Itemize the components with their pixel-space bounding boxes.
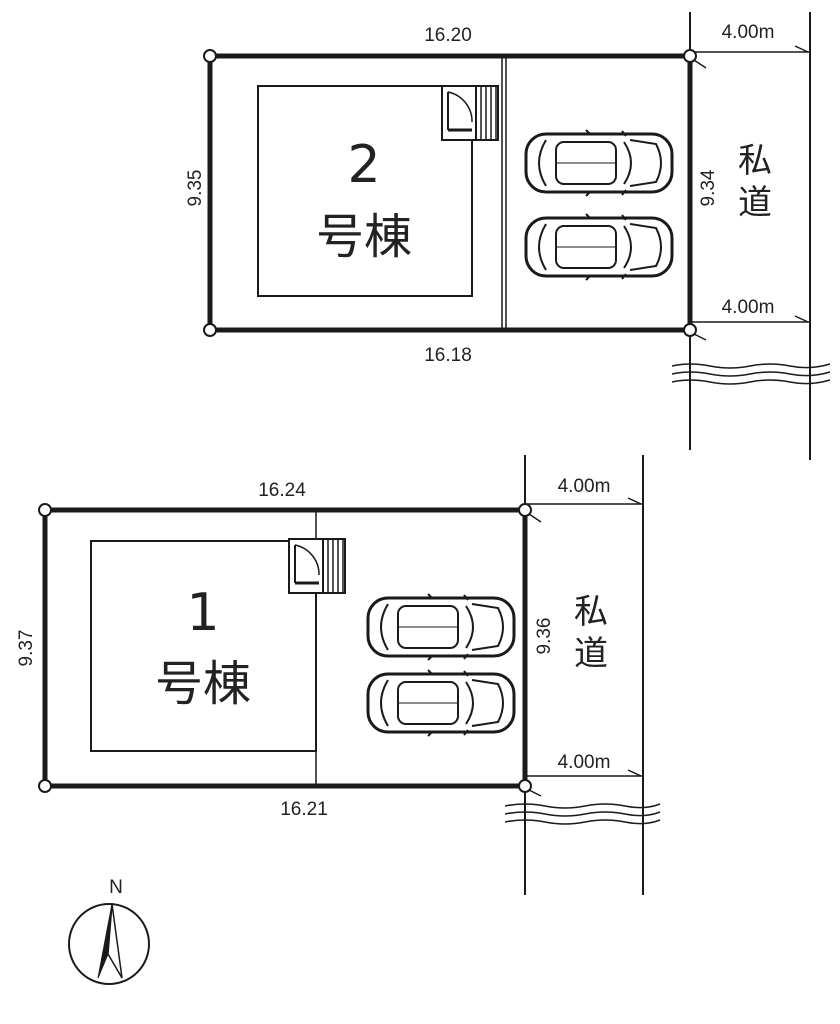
lot-1-road-label-1: 私 xyxy=(574,592,608,632)
stairs-icon xyxy=(475,85,499,141)
lot-2-road-width-top: 4.00m xyxy=(722,22,775,43)
building-2-footprint xyxy=(257,85,473,297)
car-icon xyxy=(524,128,674,198)
car-icon xyxy=(366,668,516,738)
door-icon xyxy=(287,537,325,595)
lot-2-number: 2 xyxy=(347,135,380,195)
compass: N xyxy=(68,877,150,985)
lot-1-dim-left: 9.37 xyxy=(16,630,37,667)
lot-2-dim-bottom: 16.18 xyxy=(424,345,472,366)
building-1-footprint xyxy=(90,540,317,752)
compass-north-label: N xyxy=(109,877,123,898)
lot-2-building-label: 号棟 xyxy=(316,209,412,265)
door-icon xyxy=(440,84,478,142)
lot-2-road-label-2: 道 xyxy=(738,183,772,223)
lot-1-road-width-top: 4.00m xyxy=(558,476,611,497)
lot-1-building-label: 号棟 xyxy=(155,656,251,712)
lot-1-road-label-2: 道 xyxy=(574,634,608,674)
lot-2-road-width-bottom: 4.00m xyxy=(722,297,775,318)
lot-2-road-label-1: 私 xyxy=(738,141,772,181)
stairs-icon xyxy=(322,538,346,594)
lot-2-dim-top: 16.20 xyxy=(424,25,472,46)
lot-1: 1 号棟 16.24 16.21 9.37 9.36 4.00m 4.00m 私… xyxy=(16,455,661,895)
lot-1-dim-top: 16.24 xyxy=(258,480,306,501)
lot-2-dim-right: 9.34 xyxy=(698,169,719,206)
north-arrow-icon xyxy=(97,903,123,979)
lot-2: 2 号棟 16.20 16.18 9.35 9.34 4.00m 4.00m 私… xyxy=(185,12,831,460)
lot-1-number: 1 xyxy=(186,583,219,643)
lot-1-dim-bottom: 16.21 xyxy=(280,799,328,820)
lot-2-dim-left: 9.35 xyxy=(185,170,206,207)
car-icon xyxy=(524,212,674,282)
lot-1-road-width-bottom: 4.00m xyxy=(558,752,611,773)
lot-1-dim-right: 9.36 xyxy=(534,618,555,655)
car-icon xyxy=(366,592,516,662)
